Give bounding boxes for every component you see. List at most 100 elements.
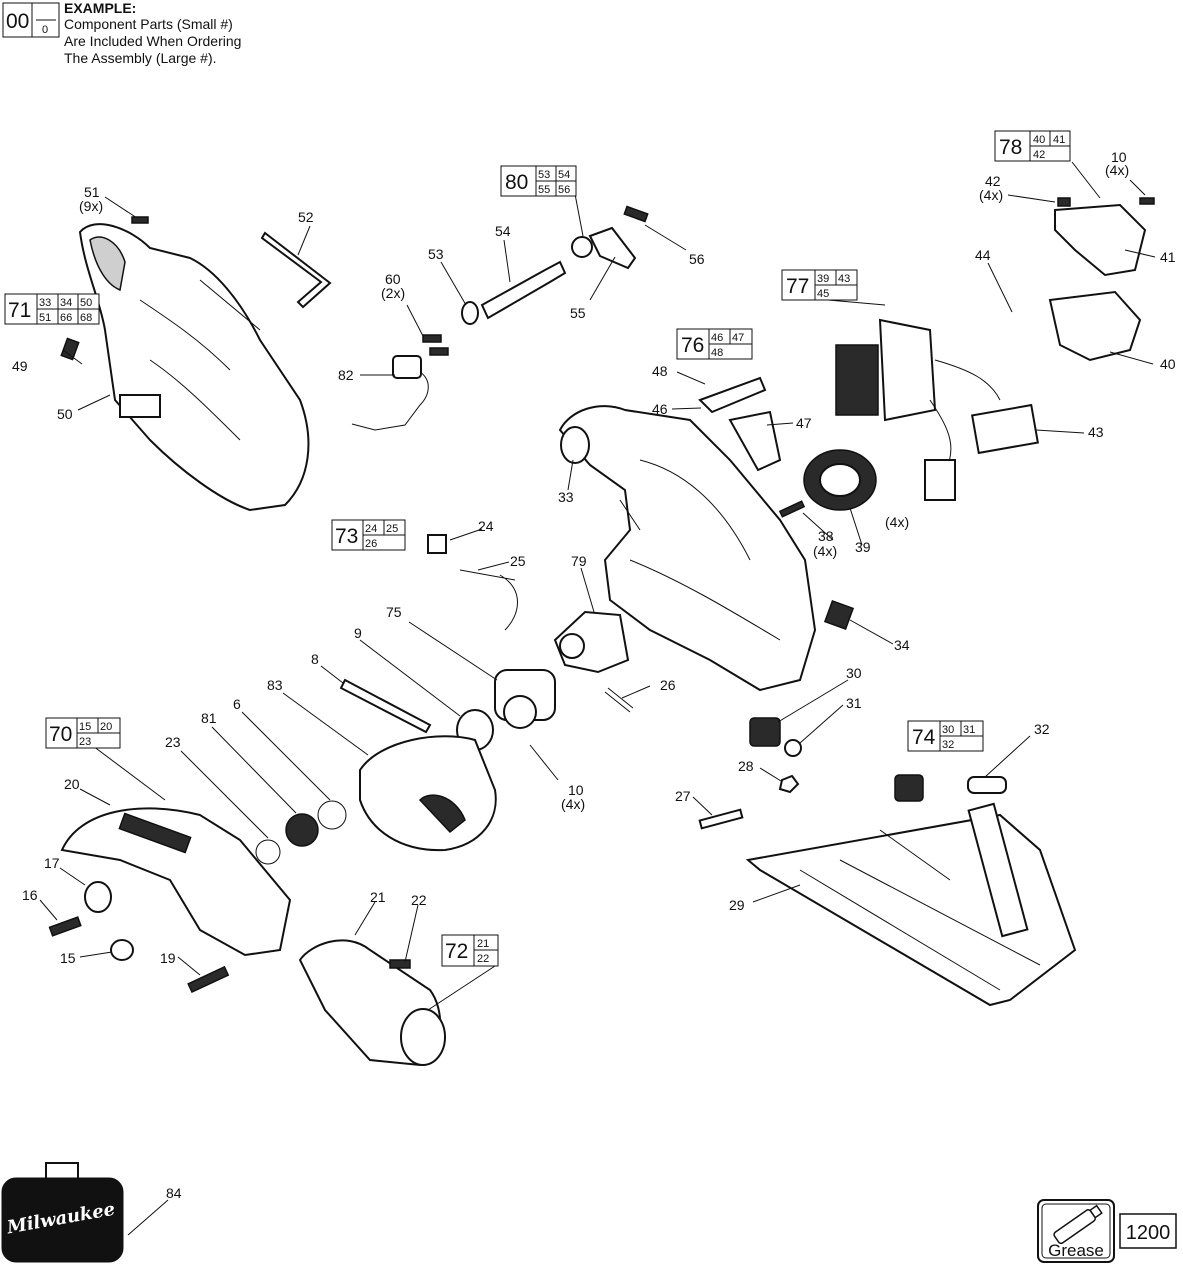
callout: 39 xyxy=(855,539,871,555)
callout: (4x) xyxy=(979,187,1003,203)
callout: 22 xyxy=(411,892,427,908)
assembly-80: 80 53 54 55 56 xyxy=(500,165,577,197)
callout: 41 xyxy=(1160,249,1176,265)
svg-text:24: 24 xyxy=(365,523,377,535)
svg-text:51: 51 xyxy=(39,312,51,324)
svg-text:30: 30 xyxy=(942,724,954,736)
callout: (4x) xyxy=(1105,162,1129,178)
callout: 32 xyxy=(1034,721,1050,737)
grease-part-number: 1200 xyxy=(1126,1222,1171,1244)
callout: 30 xyxy=(846,665,862,681)
svg-text:43: 43 xyxy=(838,273,850,285)
callout: 43 xyxy=(1088,424,1104,440)
assembly-73: 73 24 25 26 xyxy=(331,519,406,551)
svg-text:23: 23 xyxy=(79,736,91,748)
base-plate-shape xyxy=(745,813,1077,1007)
callout: (4x) xyxy=(561,796,585,812)
upper-guard-shape xyxy=(60,807,292,957)
svg-text:45: 45 xyxy=(817,288,829,300)
callout: 9 xyxy=(354,625,362,641)
callout: 27 xyxy=(675,788,691,804)
switch-housing-shape xyxy=(1054,203,1147,277)
callout: 46 xyxy=(652,401,668,417)
callout: 81 xyxy=(201,710,217,726)
svg-text:20: 20 xyxy=(100,721,112,733)
callout: 48 xyxy=(652,363,668,379)
callout: (9x) xyxy=(79,198,103,214)
assembly-70: 70 15 20 23 xyxy=(45,717,121,749)
svg-text:40: 40 xyxy=(1033,134,1045,146)
svg-text:55: 55 xyxy=(538,184,550,196)
endcap-shape xyxy=(1048,290,1142,362)
svg-text:54: 54 xyxy=(558,169,570,181)
assembly-number: 77 xyxy=(786,275,809,298)
svg-text:42: 42 xyxy=(1033,149,1045,161)
callout: 24 xyxy=(478,518,494,534)
callout: 21 xyxy=(370,889,386,905)
svg-text:39: 39 xyxy=(817,273,829,285)
callout: 42 xyxy=(985,173,1001,189)
callout: 10 xyxy=(1111,149,1127,165)
callout: 83 xyxy=(267,677,283,693)
callout: 25 xyxy=(510,553,526,569)
svg-text:31: 31 xyxy=(963,724,975,736)
callout: (2x) xyxy=(381,285,405,301)
callout: 6 xyxy=(233,696,241,712)
callout: 17 xyxy=(44,855,60,871)
assembly-number: 74 xyxy=(912,726,936,749)
svg-text:34: 34 xyxy=(60,297,72,309)
svg-text:32: 32 xyxy=(942,739,954,751)
callout: 23 xyxy=(165,734,181,750)
callout: 60 xyxy=(385,271,401,287)
svg-text:25: 25 xyxy=(386,523,398,535)
shaft-shape xyxy=(480,260,567,320)
svg-text:68: 68 xyxy=(80,312,92,324)
svg-text:53: 53 xyxy=(538,169,550,181)
callout: 79 xyxy=(571,553,587,569)
svg-text:47: 47 xyxy=(732,332,744,344)
example-legend: 00 0 EXAMPLE: Component Parts (Small #) … xyxy=(2,0,241,66)
assembly-71: 71 33 34 50 51 66 68 xyxy=(4,293,100,325)
assembly-72: 72 21 22 xyxy=(441,934,499,967)
callout: 19 xyxy=(160,950,176,966)
callout: (4x) xyxy=(885,514,909,530)
callout: 26 xyxy=(660,677,676,693)
svg-text:22: 22 xyxy=(477,953,489,965)
grease-tube-icon xyxy=(1053,1204,1103,1245)
callout: (4x) xyxy=(813,543,837,559)
example-line-2: Are Included When Ordering xyxy=(64,33,241,49)
leader-lines xyxy=(39,161,1156,1236)
svg-text:21: 21 xyxy=(477,938,489,950)
callout: 29 xyxy=(729,897,745,913)
svg-text:33: 33 xyxy=(39,297,51,309)
callout: 34 xyxy=(894,637,910,653)
assembly-number: 76 xyxy=(681,334,704,357)
part-illustrations xyxy=(48,197,1155,1067)
grease-badge: Grease 1200 xyxy=(1037,1199,1177,1263)
assembly-74: 74 30 31 32 xyxy=(907,720,984,752)
assembly-number: 71 xyxy=(8,299,31,322)
callout: 52 xyxy=(298,209,314,225)
svg-text:26: 26 xyxy=(365,538,377,550)
svg-text:56: 56 xyxy=(558,184,570,196)
callout: 54 xyxy=(495,223,511,239)
svg-text:41: 41 xyxy=(1053,134,1065,146)
callout: 47 xyxy=(796,415,812,431)
callout: 84 xyxy=(166,1185,182,1201)
svg-text:46: 46 xyxy=(711,332,723,344)
carry-case: Milwaukee xyxy=(1,1162,124,1263)
assembly-number: 78 xyxy=(999,136,1022,159)
callout: 50 xyxy=(57,406,73,422)
svg-text:66: 66 xyxy=(60,312,72,324)
example-line-1: Component Parts (Small #) xyxy=(64,16,233,32)
callout: 51 xyxy=(84,184,100,200)
svg-text:15: 15 xyxy=(79,721,91,733)
assembly-number: 73 xyxy=(335,525,358,548)
housing-half-shape xyxy=(78,223,310,512)
callout: 20 xyxy=(64,776,80,792)
callout: 10 xyxy=(568,782,584,798)
electronics-board-shape xyxy=(835,344,879,416)
callout: 38 xyxy=(818,528,834,544)
assembly-77: 77 39 43 45 xyxy=(781,269,858,301)
